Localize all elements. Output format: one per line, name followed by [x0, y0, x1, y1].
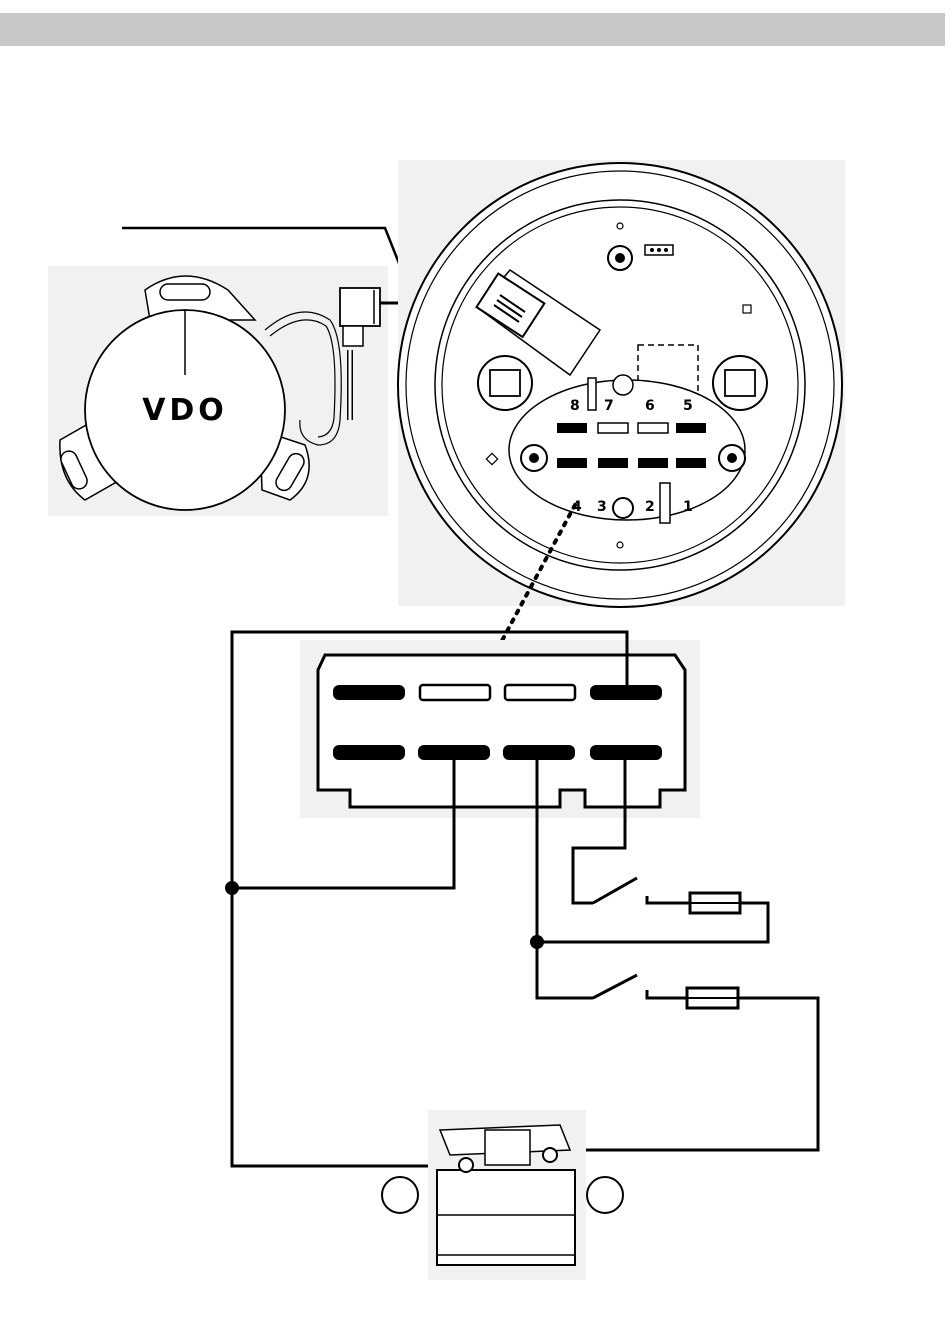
pin-label-6: 6 [645, 398, 655, 414]
pin-label-5: 5 [683, 398, 693, 414]
switch-icon [592, 902, 594, 904]
switch-icon [592, 997, 594, 999]
pin-label-7: 7 [604, 398, 614, 414]
junction-dot [225, 881, 239, 895]
pin-label-3: 3 [597, 499, 607, 515]
sender-brand: VDO [142, 393, 228, 428]
sender-unit-icon: VDO [48, 266, 388, 516]
battery-terminal-plus-marker [587, 1177, 623, 1213]
pin-label-1: 1 [683, 499, 693, 515]
pin-label-8: 8 [570, 398, 580, 414]
battery-icon [428, 1110, 586, 1280]
gauge-back-icon: 1 2 3 4 5 6 7 8 [398, 160, 845, 607]
pin-label-2: 2 [645, 499, 655, 515]
battery-terminal-minus-marker [382, 1177, 418, 1213]
junction-dot [530, 935, 544, 949]
connector-icon [300, 640, 700, 818]
